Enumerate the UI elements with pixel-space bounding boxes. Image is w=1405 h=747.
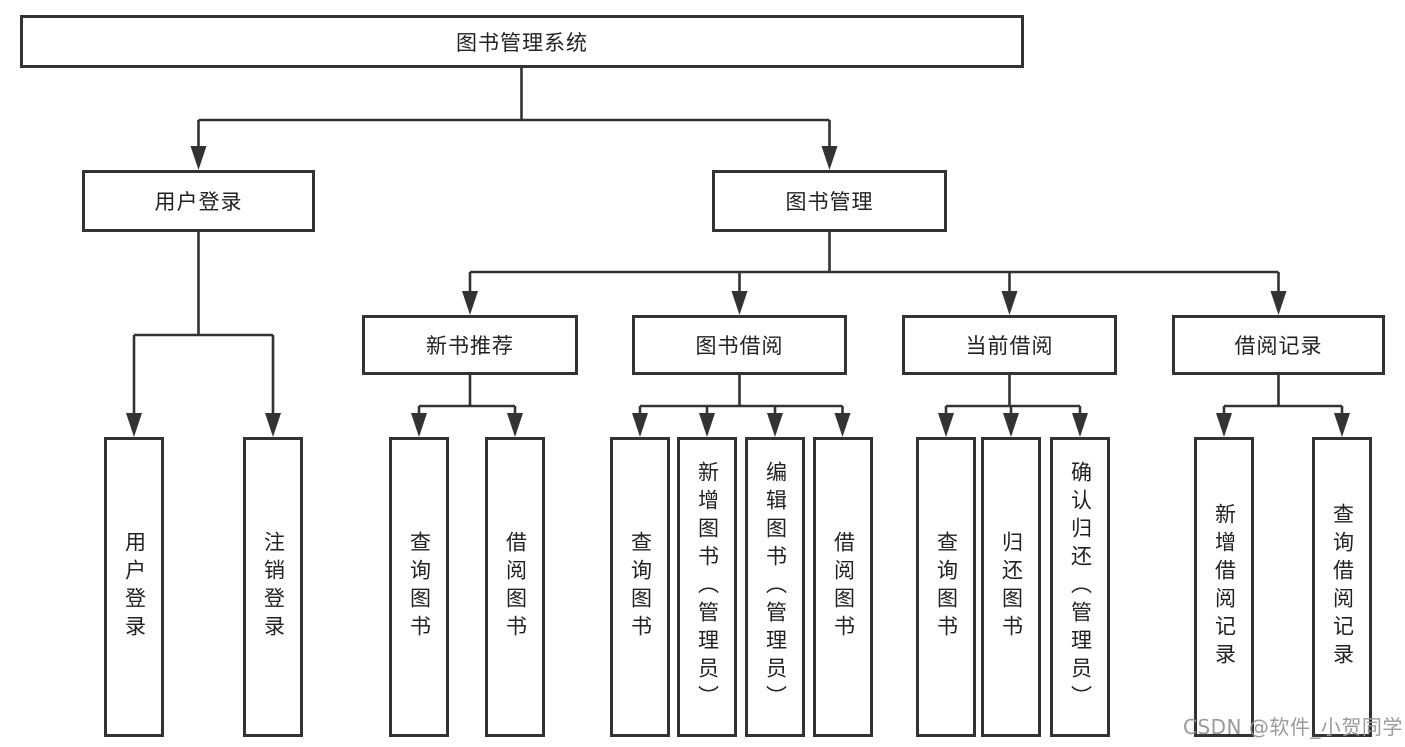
node-label: 图书管理系统 [456,30,588,55]
leaf-confirm-return-admin: 确认归还（管理员） [1050,437,1110,737]
leaf-add-borrow-record: 新增借阅记录 [1194,437,1254,737]
node-label: 当前借阅 [965,334,1054,358]
leaf-query-books-3: 查询图书 [916,437,976,737]
leaf-logout: 注销登录 [243,437,303,737]
leaf-return-books: 归还图书 [981,437,1041,737]
leaf-query-borrow-record: 查询借阅记录 [1312,437,1372,737]
leaf-borrow-books-2: 借阅图书 [813,437,873,737]
leaf-user-login: 用户登录 [104,437,164,737]
node-label: 用户登录 [122,531,147,643]
node-label: 图书管理 [785,190,874,214]
node-label: 确认归还（管理员） [1068,461,1093,713]
node-label: 查询图书 [934,531,959,643]
node-label: 图书借阅 [695,334,784,358]
node-book-borrowing: 图书借阅 [632,315,847,375]
leaf-query-books-2: 查询图书 [610,437,670,737]
node-label: 查询借阅记录 [1330,503,1355,671]
node-label: 借阅图书 [831,531,856,643]
csdn-watermark: CSDN @软件_小贺同学 [1183,715,1403,739]
node-library-management-system: 图书管理系统 [20,15,1024,68]
node-label: 借阅图书 [503,531,528,643]
node-user-login-branch: 用户登录 [82,170,315,232]
node-label: 查询图书 [628,531,653,643]
node-label: 借阅记录 [1234,334,1323,358]
node-label: 新增借阅记录 [1212,503,1237,671]
leaf-add-books-admin: 新增图书（管理员） [677,437,737,737]
leaf-borrow-books-1: 借阅图书 [485,437,545,737]
node-label: 查询图书 [407,531,432,643]
node-label: 用户登录 [154,190,243,214]
node-label: 编辑图书（管理员） [763,461,788,713]
leaf-query-books-1: 查询图书 [389,437,449,737]
node-book-management-branch: 图书管理 [712,170,947,232]
node-current-borrowing: 当前借阅 [902,315,1117,375]
node-label: 新书推荐 [426,334,514,358]
node-label: 注销登录 [261,531,286,643]
leaf-edit-books-admin: 编辑图书（管理员） [745,437,805,737]
node-new-book-recommend: 新书推荐 [362,315,578,375]
node-label: 新增图书（管理员） [695,461,720,713]
node-label: 归还图书 [999,531,1024,643]
node-borrowing-records: 借阅记录 [1172,315,1385,375]
